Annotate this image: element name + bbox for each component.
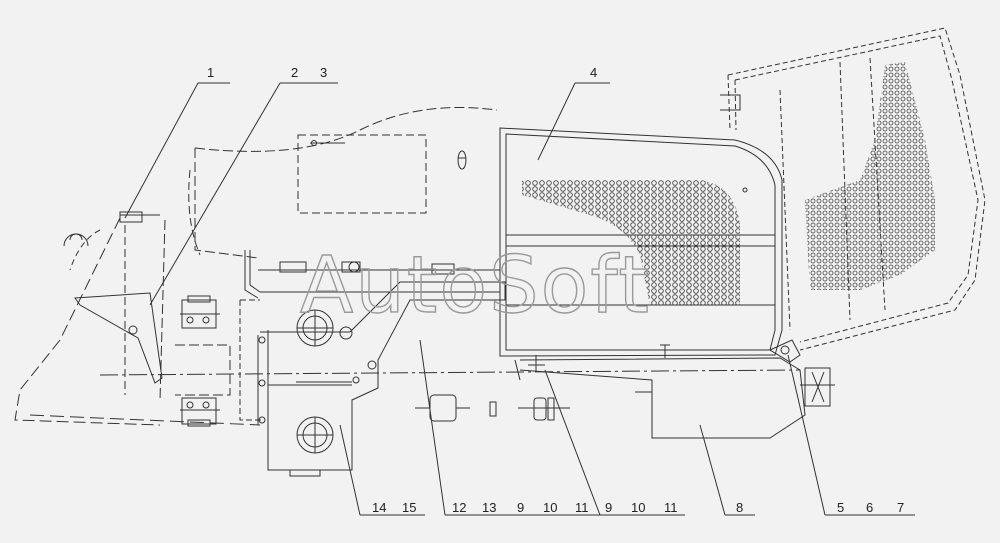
callout-11a: 11 xyxy=(575,500,589,515)
callout-4: 4 xyxy=(590,65,597,80)
callout-10a: 10 xyxy=(543,500,557,515)
callout-9a: 9 xyxy=(517,500,524,515)
callout-14: 14 xyxy=(372,500,386,515)
mount-upper xyxy=(180,295,220,329)
watermark: AutoSoft xyxy=(300,241,651,331)
callout-11b: 11 xyxy=(664,500,678,515)
hinge-assembly xyxy=(768,339,835,407)
callout-7: 7 xyxy=(897,500,904,515)
dashed-panel xyxy=(297,134,467,214)
callout-2: 2 xyxy=(291,65,298,80)
callout-10b: 10 xyxy=(631,500,645,515)
callout-9b: 9 xyxy=(605,500,612,515)
callout-5: 5 xyxy=(837,500,844,515)
callout-3: 3 xyxy=(320,65,327,80)
radiator-mesh xyxy=(522,180,740,305)
center-line xyxy=(99,369,801,376)
callout-1: 1 xyxy=(207,65,214,80)
frame-bracket xyxy=(239,281,506,477)
callout-15: 15 xyxy=(402,500,416,515)
leader-lines xyxy=(124,82,915,516)
mount-lower xyxy=(175,344,231,427)
callout-8: 8 xyxy=(736,500,743,515)
callout-6: 6 xyxy=(866,500,873,515)
rubber-mounts xyxy=(415,355,570,422)
bracket-part xyxy=(74,292,163,384)
top-rail xyxy=(244,250,500,299)
callout-12: 12 xyxy=(452,500,466,515)
cab-outline-left xyxy=(14,107,498,426)
callout-13: 13 xyxy=(482,500,496,515)
fuel-tank xyxy=(519,344,806,439)
rear-grille-mesh xyxy=(805,62,935,290)
